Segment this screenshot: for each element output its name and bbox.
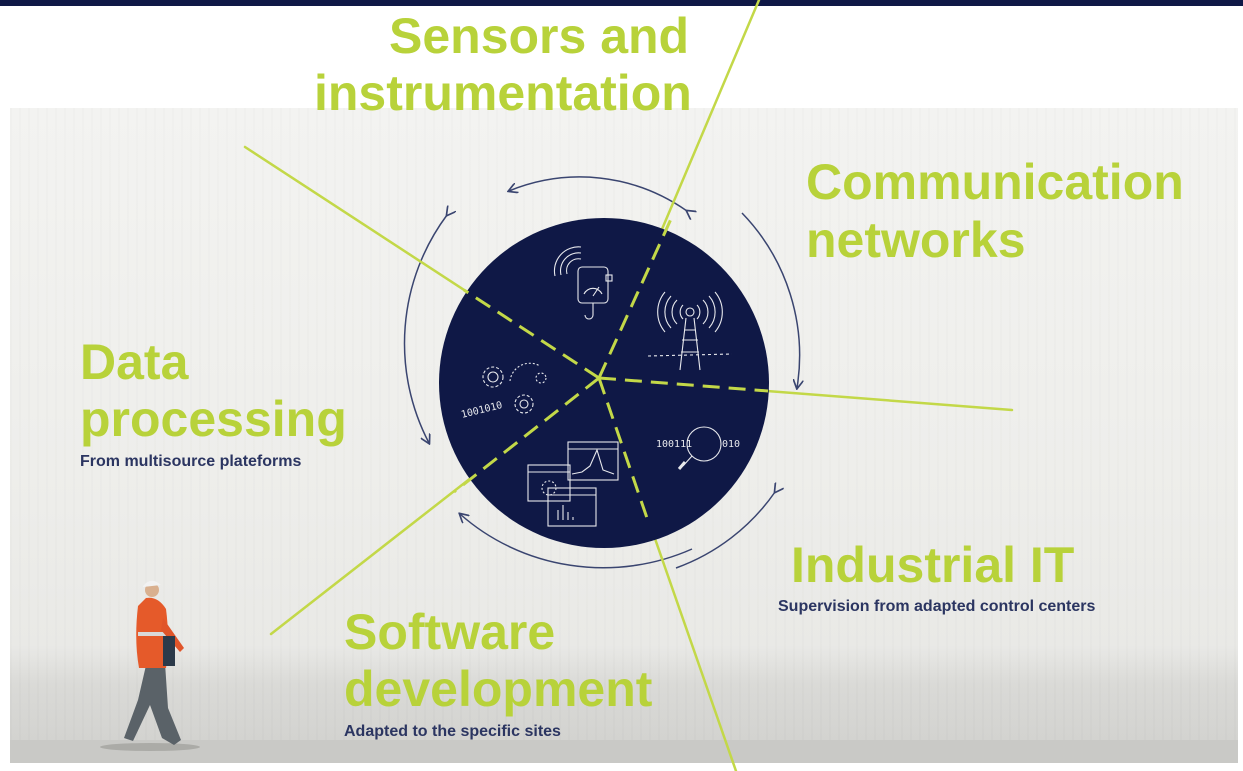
sensors-title-line2: instrumentation bbox=[314, 65, 692, 121]
binary-text-right-a: 100111 bbox=[656, 439, 692, 450]
arrow-bottom-right bbox=[675, 492, 775, 569]
data-processing-title-line2: processing bbox=[80, 391, 347, 447]
data-processing-title-line1: Data bbox=[80, 334, 189, 390]
central-disc bbox=[439, 218, 769, 548]
data-processing-subtitle: From multisource plateforms bbox=[80, 453, 302, 470]
arrow-top-right bbox=[741, 212, 800, 388]
industrial-it-subtitle: Supervision from adapted control centers bbox=[778, 598, 1096, 615]
magnifier-icon bbox=[677, 426, 722, 470]
software-title-line1: Software bbox=[344, 604, 556, 660]
monitor-windows-icon bbox=[527, 441, 619, 527]
cycle-arrows bbox=[403, 176, 800, 569]
top-bar bbox=[0, 0, 1243, 6]
sensors-title-line1: Sensors and bbox=[389, 8, 690, 64]
gauge-sensor-icon bbox=[553, 246, 613, 320]
dashed-spokes bbox=[453, 218, 769, 519]
communication-title-line1: Communication bbox=[806, 154, 1184, 210]
software-subtitle: Adapted to the specific sites bbox=[344, 723, 561, 740]
communication-title-line2: networks bbox=[806, 212, 1026, 268]
industrial-it-title: Industrial IT bbox=[791, 537, 1075, 593]
software-title-line2: development bbox=[344, 661, 653, 717]
antenna-tower-icon bbox=[647, 291, 733, 371]
worker-figure bbox=[100, 580, 200, 751]
arrow-bottom bbox=[460, 514, 693, 569]
ground-strip bbox=[10, 740, 1238, 763]
gears-icon bbox=[482, 362, 547, 414]
arrow-top bbox=[509, 176, 687, 211]
arrow-left bbox=[403, 215, 447, 443]
binary-text-right-b: 010 bbox=[722, 439, 740, 450]
